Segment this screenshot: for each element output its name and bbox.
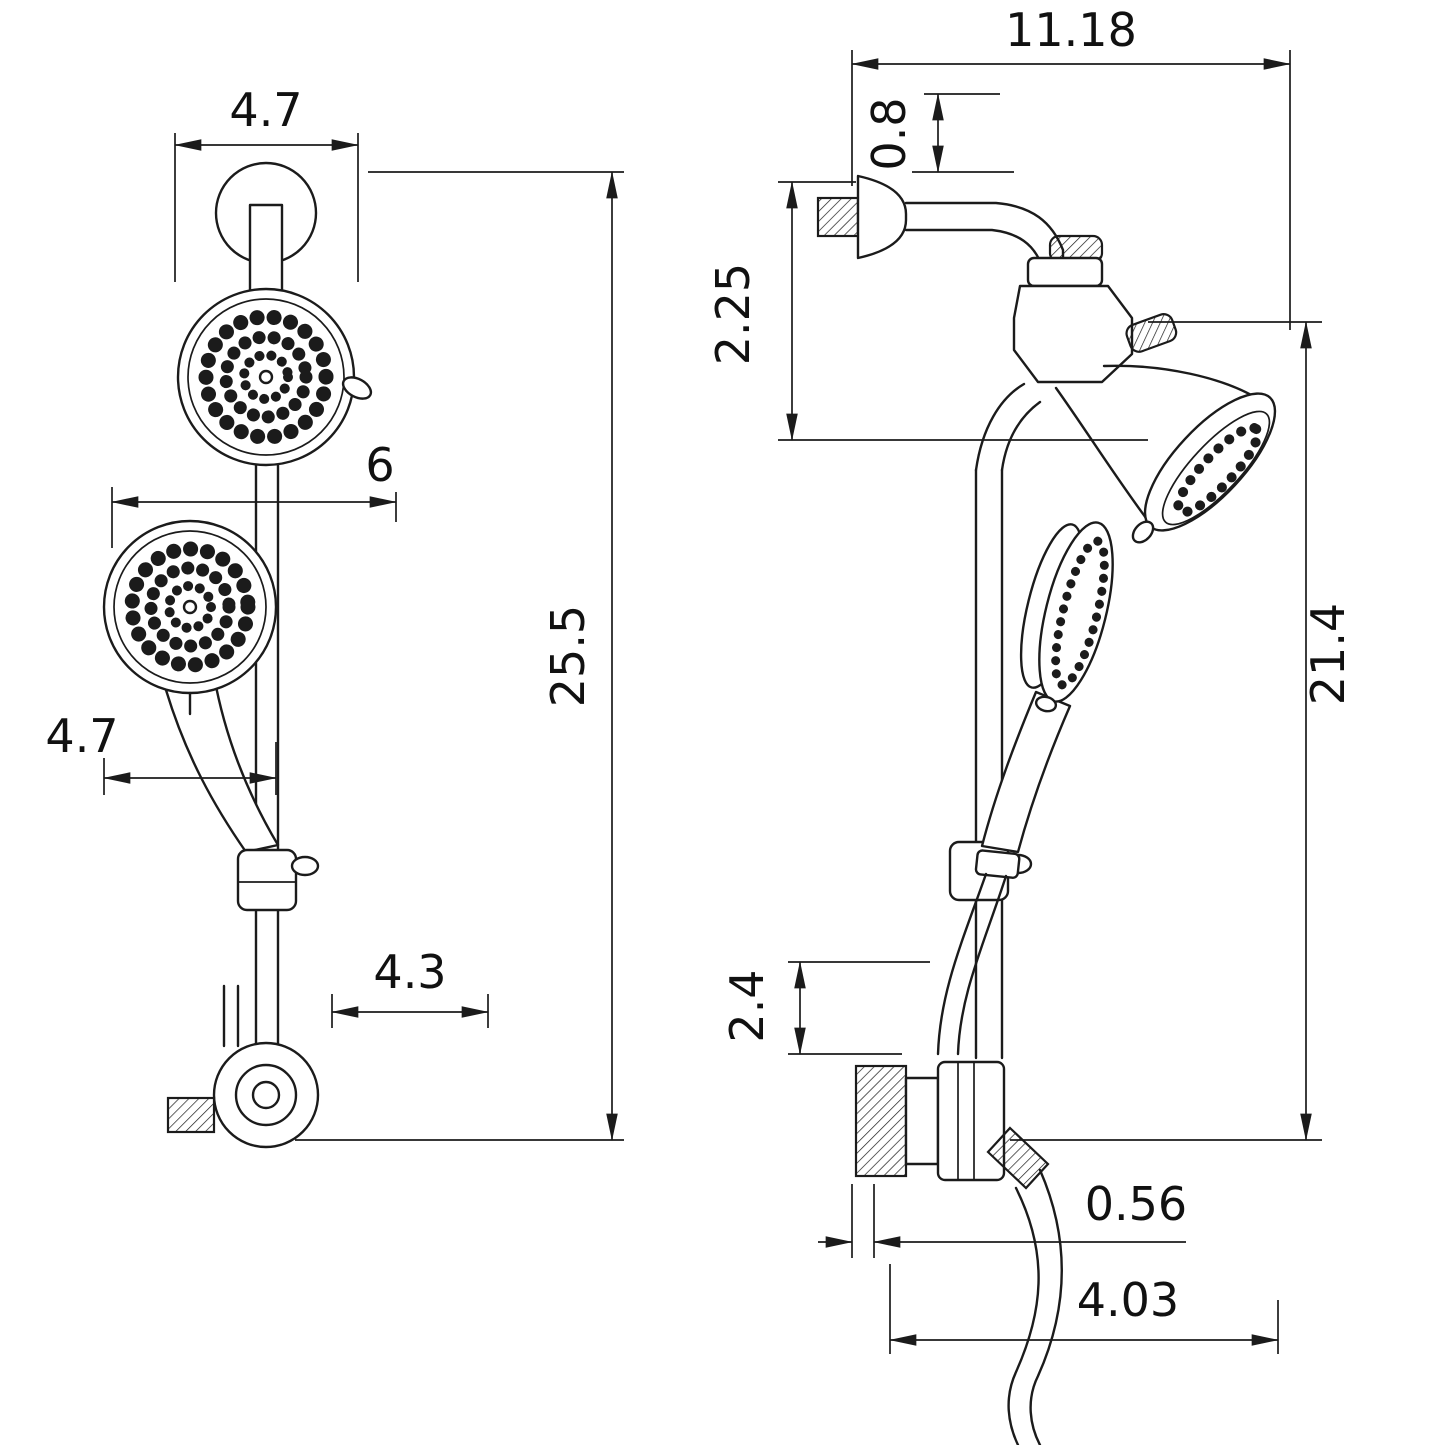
dim-label-side-arm-rise: 0.8: [862, 97, 916, 170]
dim-label-side-wall-gap: 0.56: [1085, 1177, 1187, 1231]
dim-label-front-head-width: 4.7: [229, 83, 302, 137]
dimension-side-arm-rise: 0.8: [862, 93, 1014, 173]
dim-label-side-bracket-reach: 4.03: [1077, 1273, 1179, 1327]
dim-label-front-overall-height: 25.5: [541, 605, 595, 707]
wall-supply-elbow-side: [854, 1060, 1050, 1190]
diverter-side: [1012, 234, 1178, 384]
side-view: [816, 174, 1277, 1445]
slider-clamp: [236, 848, 298, 912]
dimension-front-offset: 6: [111, 438, 397, 548]
shower-hose-lower: [1007, 1168, 1063, 1445]
hose-outlet-nipple: [986, 1126, 1050, 1190]
hand-shower-front: [102, 519, 320, 912]
hand-shower-handle: [164, 674, 280, 854]
mode-lever-icon: [341, 376, 373, 400]
dimension-side-rail-height: 21.4: [1010, 321, 1355, 1141]
arm-thread: [816, 196, 860, 238]
hose-connector: [974, 849, 1021, 879]
dimension-side-arm-reach: 11.18: [851, 3, 1291, 330]
dimension-front-slider-offset: 4.3: [331, 945, 489, 1028]
front-dimensions: 4.7 6 4.7 4.3 25.5: [45, 83, 624, 1141]
slide-bar-front: [254, 450, 280, 1064]
shower-arm-side: [816, 174, 1065, 274]
dimension-side-head-drop: 2.25: [706, 181, 1148, 441]
shower-hose-upper: [936, 872, 1008, 1056]
dimension-front-hand-head-width: 4.7: [45, 709, 277, 795]
clamp-knob: [290, 855, 320, 877]
dim-label-front-slider-offset: 4.3: [373, 945, 446, 999]
diverter-knob-side: [1125, 313, 1178, 353]
dim-label-front-hand-head-width: 4.7: [45, 709, 118, 763]
dimension-side-wall-gap: 0.56: [818, 1177, 1187, 1258]
dim-label-front-offset: 6: [365, 438, 394, 492]
wall-mount-front: [166, 984, 320, 1149]
dimension-front-head-width: 4.7: [174, 83, 359, 282]
supply-nut: [166, 1096, 216, 1134]
arm-flange: [856, 174, 908, 260]
hand-shower-side: [974, 521, 1114, 879]
front-view: [102, 161, 373, 1149]
dimension-side-bracket-reach: 4.03: [889, 1264, 1279, 1354]
overhead-shower-side: [1054, 364, 1277, 544]
dim-label-side-bracket-rise: 2.4: [720, 969, 774, 1042]
dim-label-side-arm-reach: 11.18: [1005, 3, 1137, 57]
dim-label-side-head-drop: 2.25: [706, 263, 760, 365]
dimension-side-bracket-rise: 2.4: [720, 961, 930, 1055]
dimension-front-overall-height: 25.5: [295, 171, 624, 1141]
hand-shower-handle-side: [980, 690, 1072, 854]
overhead-shower-front: [176, 287, 373, 467]
dim-label-side-rail-height: 21.4: [1301, 603, 1355, 705]
side-dimensions: 11.18 0.8 2.25 21.4 2.4: [706, 3, 1355, 1354]
supply-nut-side: [854, 1064, 908, 1178]
